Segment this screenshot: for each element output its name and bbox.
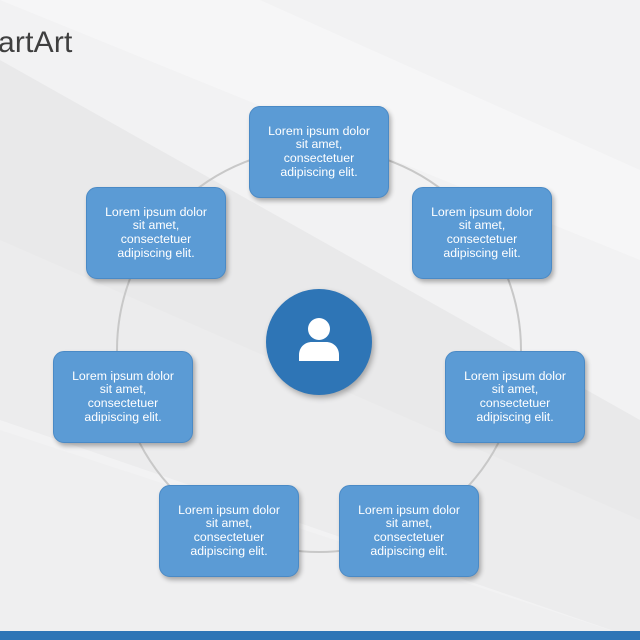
- slide-title: artArt: [0, 26, 73, 59]
- node-text: Lorem ipsum dolor sit amet, consectetuer…: [431, 204, 533, 260]
- node-text-line: consectetuer: [446, 232, 518, 246]
- node-text-line: Lorem ipsum dolor: [72, 368, 174, 383]
- cycle-node-upper-right[interactable]: Lorem ipsum dolor sit amet, consectetuer…: [412, 187, 552, 279]
- node-text-line: adipiscing elit.: [476, 409, 554, 424]
- node-text: Lorem ipsum dolor sit amet, consectetuer…: [268, 123, 370, 179]
- node-text: Lorem ipsum dolor sit amet, consectetuer…: [178, 502, 280, 558]
- node-text-line: sit amet,: [458, 218, 506, 233]
- node-text-line: Lorem ipsum dolor: [464, 368, 566, 383]
- cycle-node-upper-left[interactable]: Lorem ipsum dolor sit amet, consectetuer…: [86, 187, 226, 279]
- node-text-line: consectetuer: [373, 530, 445, 544]
- cycle-node-right[interactable]: Lorem ipsum dolor sit amet, consectetuer…: [445, 351, 585, 443]
- center-hub: [266, 289, 372, 395]
- node-text-line: Lorem ipsum dolor: [178, 502, 280, 517]
- node-text-line: adipiscing elit.: [84, 409, 162, 424]
- user-icon: [299, 318, 339, 361]
- node-text-line: consectetuer: [479, 396, 551, 410]
- cycle-node-left[interactable]: Lorem ipsum dolor sit amet, consectetuer…: [53, 351, 193, 443]
- node-text: Lorem ipsum dolor sit amet, consectetuer…: [105, 204, 207, 260]
- node-text-line: sit amet,: [295, 137, 343, 152]
- node-text-line: adipiscing elit.: [443, 245, 521, 260]
- node-text-line: adipiscing elit.: [280, 164, 358, 179]
- node-text-line: consectetuer: [283, 151, 355, 165]
- node-text-line: adipiscing elit.: [117, 245, 195, 260]
- node-text: Lorem ipsum dolor sit amet, consectetuer…: [72, 368, 174, 424]
- node-text-line: consectetuer: [193, 530, 265, 544]
- cycle-node-lower-left[interactable]: Lorem ipsum dolor sit amet, consectetuer…: [159, 485, 299, 577]
- node-text: Lorem ipsum dolor sit amet, consectetuer…: [464, 368, 566, 424]
- cycle-node-top[interactable]: Lorem ipsum dolor sit amet, consectetuer…: [249, 106, 389, 198]
- footer-bar: [0, 631, 640, 640]
- node-text: Lorem ipsum dolor sit amet, consectetuer…: [358, 502, 460, 558]
- node-text-line: sit amet,: [99, 382, 147, 397]
- node-text-line: Lorem ipsum dolor: [268, 123, 370, 138]
- node-text-line: sit amet,: [385, 516, 433, 531]
- node-text-line: adipiscing elit.: [370, 543, 448, 558]
- node-text-line: sit amet,: [205, 516, 253, 531]
- node-text-line: consectetuer: [120, 232, 192, 246]
- node-text-line: Lorem ipsum dolor: [358, 502, 460, 517]
- cycle-node-lower-right[interactable]: Lorem ipsum dolor sit amet, consectetuer…: [339, 485, 479, 577]
- node-text-line: Lorem ipsum dolor: [105, 204, 207, 219]
- node-text-line: sit amet,: [491, 382, 539, 397]
- node-text-line: Lorem ipsum dolor: [431, 204, 533, 219]
- node-text-line: sit amet,: [132, 218, 180, 233]
- node-text-line: adipiscing elit.: [190, 543, 268, 558]
- node-text-line: consectetuer: [87, 396, 159, 410]
